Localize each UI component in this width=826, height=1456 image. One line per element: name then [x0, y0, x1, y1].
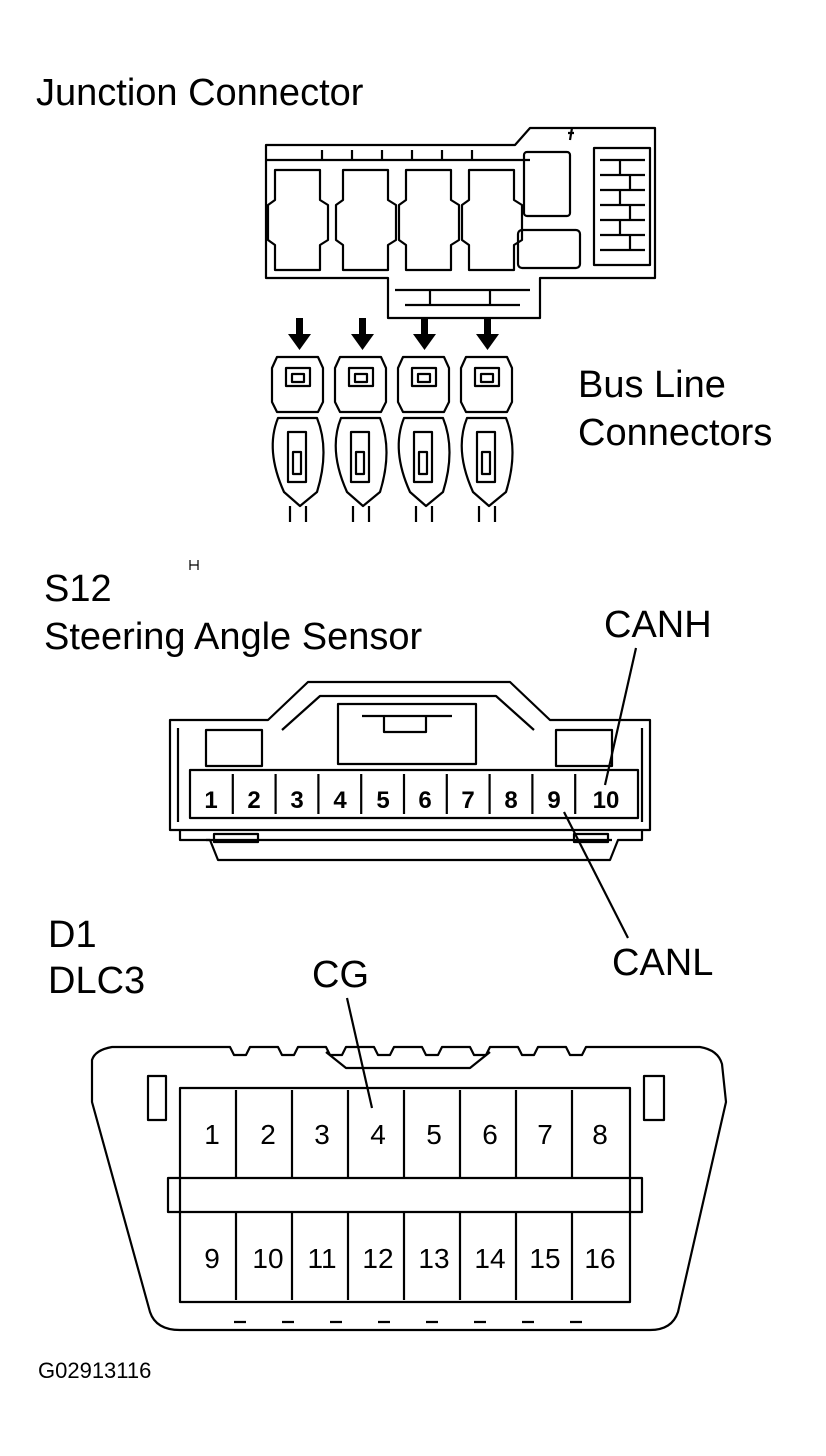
s12-pin: 8: [504, 787, 517, 814]
arrow-2-head: [351, 334, 374, 350]
bus-line-label-2: Connectors: [578, 412, 773, 454]
insert-arrows: [288, 318, 499, 350]
s12-pin: 3: [290, 787, 303, 814]
s12-pin: 7: [461, 787, 474, 814]
bus-line-plug-4: [459, 355, 514, 522]
arrow-1-shaft: [296, 318, 303, 336]
dlc3-pin: 6: [482, 1119, 498, 1150]
arrow-1-head: [288, 334, 311, 350]
dlc3-pin: 14: [474, 1243, 505, 1274]
canh-label: CANH: [604, 604, 712, 646]
dlc3-pin: 4: [370, 1119, 386, 1150]
dlc3-pin: 13: [418, 1243, 449, 1274]
arrow-3-shaft: [421, 318, 428, 336]
arrow-2-shaft: [359, 318, 366, 336]
s12-pin-numbers: 1 2 3 4 5 6 7 8 9 10: [204, 787, 619, 814]
s12-pin: 2: [247, 787, 260, 814]
s12-name: Steering Angle Sensor: [44, 616, 423, 658]
dlc3-connector-body: [90, 997, 728, 1332]
arrow-3-head: [413, 334, 436, 350]
cg-label: CG: [312, 954, 369, 996]
arrow-4-head: [476, 334, 499, 350]
dlc3-pin: 12: [362, 1243, 393, 1274]
cg-pointer: [345, 997, 374, 1109]
bus-line-connectors: [270, 355, 514, 522]
s12-connector-body: [168, 647, 652, 939]
canl-label: CANL: [612, 942, 714, 984]
dlc3-pin: 15: [529, 1243, 560, 1274]
bus-line-plug-3: [396, 355, 451, 522]
dlc3-pin: 3: [314, 1119, 330, 1150]
bus-line-label-1: Bus Line: [578, 364, 726, 406]
canl-pointer: [563, 811, 629, 939]
dlc3-pin-numbers: 1 2 3 4 5 6 7 8 9 10 11 12 13 14 15 16: [204, 1119, 615, 1274]
bus-line-plug-2: [333, 355, 388, 522]
dlc3-pin: 5: [426, 1119, 442, 1150]
s12-pin: 6: [418, 787, 431, 814]
bus-line-plug-1: [270, 355, 325, 522]
junction-connector-title: Junction Connector: [36, 72, 364, 114]
dlc3-pin: 10: [252, 1243, 283, 1274]
s12-pin: 9: [547, 787, 560, 814]
junction-connector-body: [264, 126, 657, 320]
s12-pin: 10: [593, 787, 620, 814]
dlc3-pin: 16: [584, 1243, 615, 1274]
d1-name: DLC3: [48, 960, 146, 1002]
d1-code: D1: [48, 914, 97, 956]
dlc3-pin: 8: [592, 1119, 608, 1150]
dlc3-pin: 1: [204, 1119, 220, 1150]
dlc3-pin: 11: [307, 1243, 336, 1274]
figure-id: G02913116: [38, 1358, 152, 1383]
dlc3-pin: 2: [260, 1119, 276, 1150]
s12-pin: 4: [333, 787, 347, 814]
arrow-4-shaft: [484, 318, 491, 336]
dlc3-pin: 7: [537, 1119, 553, 1150]
s12-code: S12: [44, 568, 112, 610]
canh-pointer: [603, 647, 638, 786]
s12-pin: 5: [376, 787, 389, 814]
dlc3-pin: 9: [204, 1243, 220, 1274]
s12-pin: 1: [204, 787, 217, 814]
